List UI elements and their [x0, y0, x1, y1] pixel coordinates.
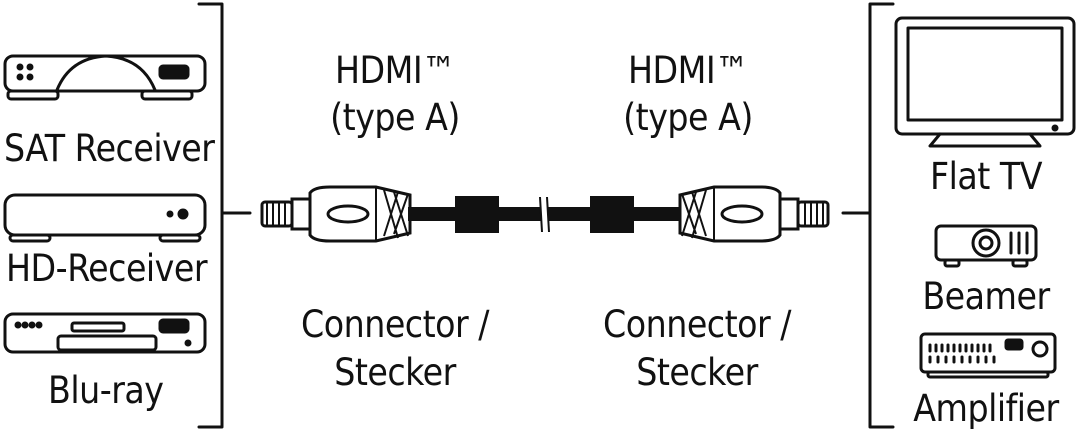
- left-connector-type-line1: HDMI™: [334, 49, 456, 92]
- hdmi-connector-right: [678, 185, 830, 243]
- hd-receiver-icon: [3, 193, 207, 243]
- right-connector-name-line1: Connector /: [603, 303, 791, 346]
- left-connector-name-line2: Stecker: [334, 351, 456, 394]
- bluray-label: Blu-ray: [48, 369, 164, 412]
- left-bracket: [197, 2, 252, 429]
- bluray-player-icon: [3, 312, 207, 354]
- right-bracket: [841, 2, 895, 429]
- sat-receiver-label: SAT Receiver: [4, 127, 215, 170]
- hd-receiver-label: HD-Receiver: [6, 247, 208, 290]
- amplifier-icon: [919, 332, 1057, 379]
- amplifier-label: Amplifier: [913, 387, 1059, 430]
- left-connector-name-line1: Connector /: [301, 303, 489, 346]
- sat-receiver-icon: [3, 54, 207, 101]
- hdmi-cable: [408, 196, 681, 233]
- flat-tv-icon: [894, 16, 1076, 148]
- right-connector-name-line2: Stecker: [636, 351, 758, 394]
- right-connector-type-line2: (type A): [623, 96, 753, 139]
- left-connector-type-line2: (type A): [330, 96, 460, 139]
- hdmi-connector-left: [260, 185, 412, 243]
- flat-tv-label: Flat TV: [930, 155, 1043, 198]
- beamer-label: Beamer: [922, 275, 1050, 318]
- beamer-icon: [934, 224, 1038, 268]
- right-connector-type-line1: HDMI™: [627, 49, 749, 92]
